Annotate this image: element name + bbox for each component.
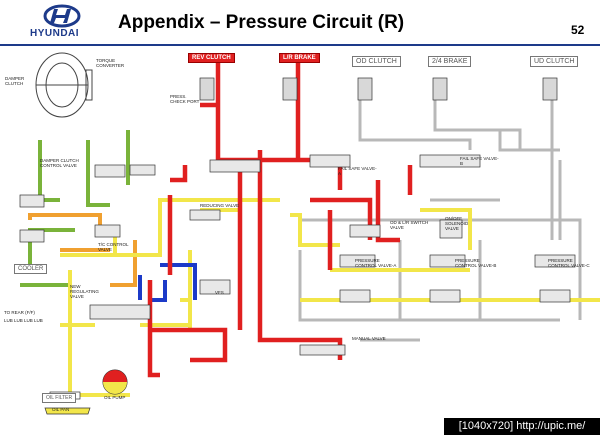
- fail-safe-a-label: FAIL SAFE VALVE-A: [338, 166, 377, 176]
- lub-label: LUB LUB LUB LUB: [4, 318, 43, 323]
- header-divider: [0, 44, 600, 46]
- pcv-b-label: PRESSURE CONTROL VALVE-B: [455, 258, 497, 268]
- damper-control-valve-label: DAMPER CLUTCH CONTROL VALVE: [40, 158, 79, 168]
- reducing-valve-label: REDUCING VALVE: [200, 203, 240, 208]
- rear-lub-label: TO REAR (F/F): [4, 310, 35, 315]
- oil-pan-label: OIL PAN: [52, 407, 70, 412]
- cooler-label: COOLER: [14, 264, 48, 274]
- manual-valve-label: MANUAL VALVE: [352, 336, 386, 341]
- ud-clutch-label: UD CLUTCH: [530, 56, 579, 67]
- fail-safe-b-label: FAIL SAFE VALVE-B: [460, 156, 499, 166]
- torque-converter-icon: [35, 52, 93, 118]
- lr-brake-label: L/R BRAKE: [279, 53, 320, 63]
- circuit-lines: [19, 52, 600, 415]
- brand-name: HYUNDAI: [30, 28, 80, 39]
- slide-header: HYUNDAI Appendix – Pressure Circuit (R) …: [0, 0, 600, 44]
- pcv-a-label: PRESSURE CONTROL VALVE-A: [355, 258, 397, 268]
- onoff-solenoid-label: ON/OFF SOLENOID VALVE: [445, 216, 469, 231]
- brake-24-label: 2/4 BRAKE: [428, 56, 472, 67]
- press-check-port-label: PRESS. CHECK PORT: [170, 94, 200, 104]
- image-watermark: [1040x720] http://upic.me/: [444, 418, 600, 435]
- page-number: 52: [571, 23, 585, 37]
- pressure-circuit-diagram: REV CLUTCH L/R BRAKE OD CLUTCH 2/4 BRAKE…: [0, 46, 600, 435]
- vfs-label: VFS: [215, 290, 224, 295]
- tc-control-valve-label: T/C CONTROL VALVE: [98, 242, 129, 252]
- rev-clutch-label: REV CLUTCH: [188, 53, 235, 63]
- damper-clutch-label: DAMPER CLUTCH: [5, 76, 25, 86]
- torque-converter-label: TORQUE CONVERTER: [96, 58, 125, 68]
- oil-pump-icon: [102, 369, 128, 395]
- switch-valve-label: OD & L/R SWITCH VALVE: [390, 220, 429, 230]
- oil-pump-label: OIL PUMP: [104, 395, 126, 400]
- regulating-valve-label: NEW REGULATING VALVE: [70, 284, 99, 299]
- pcv-c-label: PRESSURE CONTROL VALVE-C: [548, 258, 590, 268]
- slide-title: Appendix – Pressure Circuit (R): [118, 12, 405, 33]
- oil-filter-label: OIL FILTER: [42, 393, 77, 403]
- od-clutch-label: OD CLUTCH: [352, 56, 401, 67]
- hyundai-logo-icon: [43, 4, 81, 28]
